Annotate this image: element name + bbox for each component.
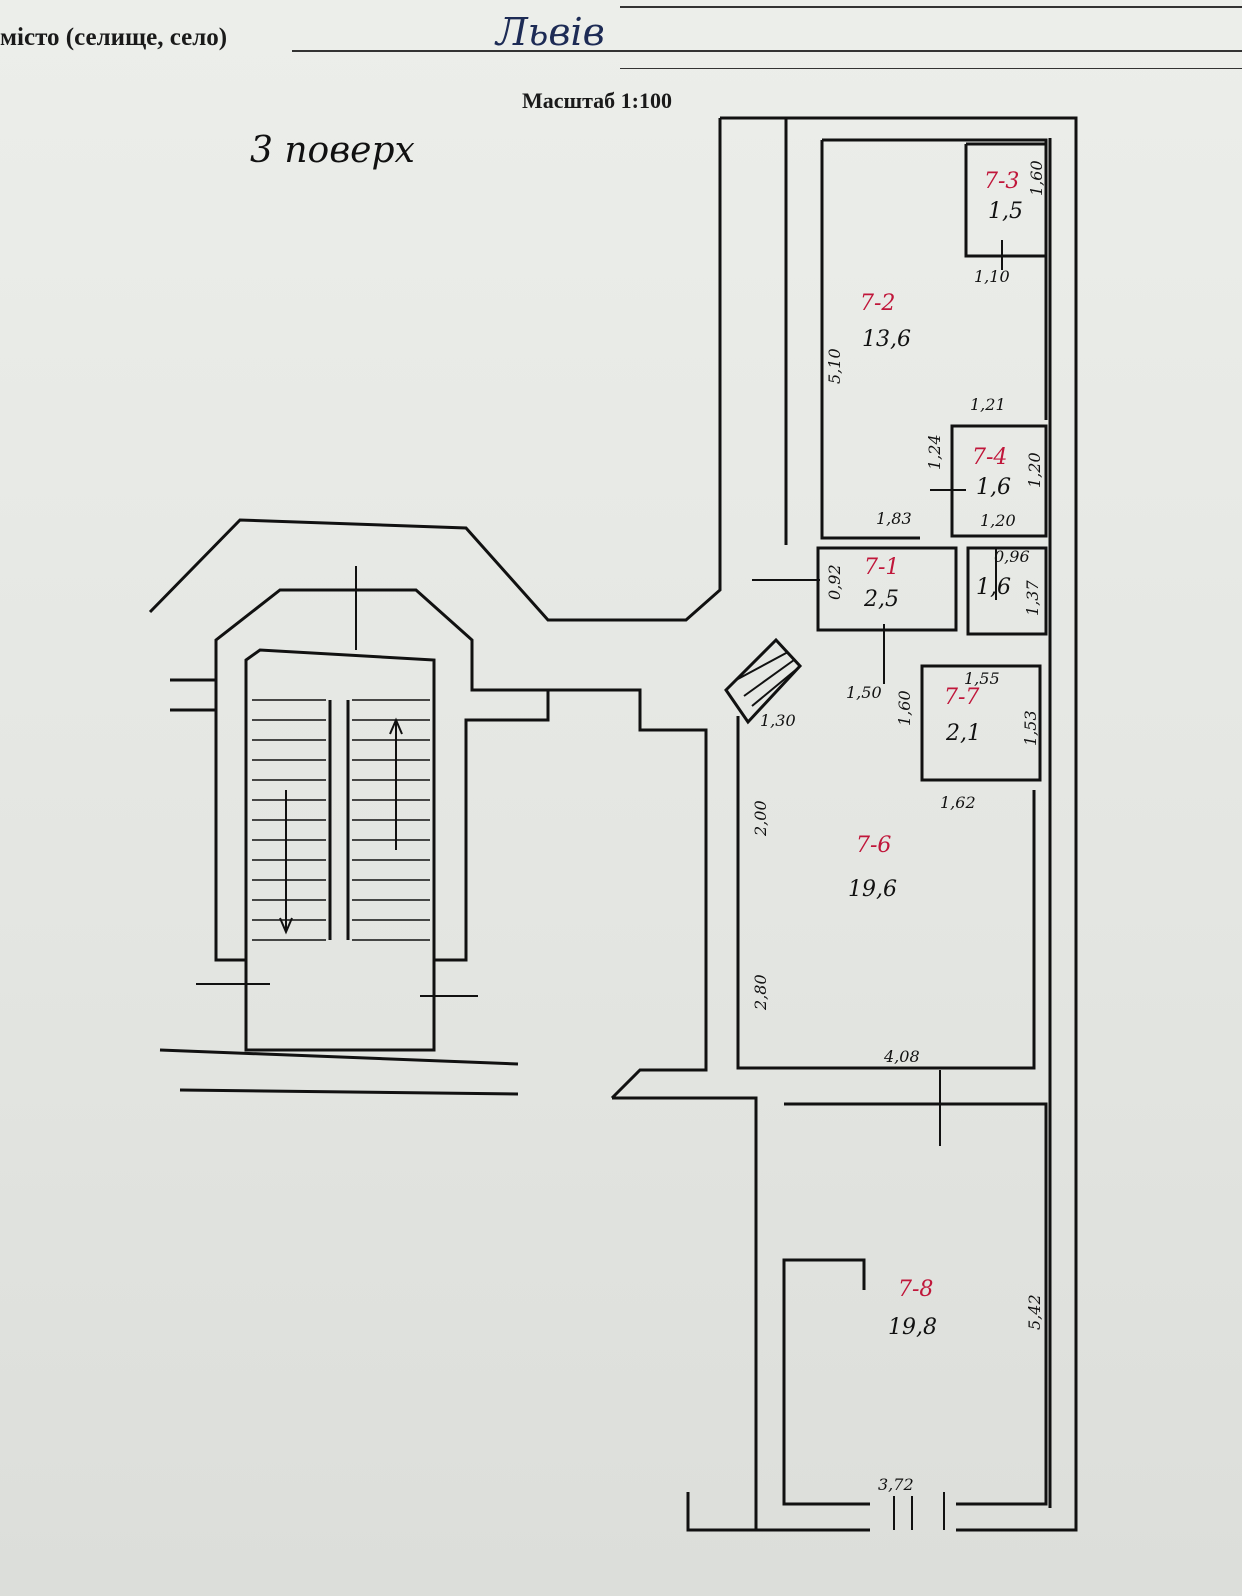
room-r5-area: 1,6 (976, 575, 1011, 600)
stair-wedge (724, 637, 803, 725)
dim-label: 3,72 (878, 1475, 914, 1494)
dim-label: 1,21 (970, 395, 1006, 414)
dim-label: 1,60 (895, 690, 914, 726)
stair-wedge-steps (735, 651, 799, 707)
room-r1-number: 7-1 (864, 555, 899, 580)
room-5-walls (966, 546, 1048, 636)
room-r8: 7-8 19,8 (888, 1277, 937, 1340)
room-r1: 7-1 2,5 (863, 555, 899, 612)
corridor-lower (612, 1096, 758, 1530)
stair-arrow-down (279, 790, 293, 935)
dim-label: 1,50 (846, 683, 882, 702)
door-marks (196, 240, 1003, 1530)
dim-label: 1,60 (1027, 160, 1046, 196)
city-field-underline (292, 50, 1242, 52)
outer-wall (686, 116, 1078, 1532)
city-field-underline-2 (620, 68, 1242, 69)
room-r3-number: 7-3 (984, 169, 1019, 194)
dim-label: 1,10 (974, 267, 1010, 286)
room-r6-number: 7-6 (856, 833, 891, 858)
room-8-walls (782, 1102, 1048, 1506)
stair-arrow-up (389, 717, 403, 850)
corridor-walls (548, 688, 708, 1100)
city-field-value: Львів (496, 10, 605, 54)
scale-label: Масштаб 1:100 (522, 88, 673, 113)
room-6-walls (736, 716, 1036, 1070)
dim-label: 1,62 (940, 793, 976, 812)
room-4-walls (950, 424, 1048, 538)
room-r2-number: 7-2 (860, 291, 895, 316)
room-2-walls (820, 138, 1048, 540)
lower-wall (159, 678, 519, 1096)
room-r5: 1,6 (976, 575, 1011, 600)
wing-left-wall (148, 118, 722, 622)
dim-label: 4,08 (883, 1047, 920, 1066)
room-r7-number: 7-7 (944, 685, 979, 710)
city-field-label: місто (селище, село) (0, 24, 228, 51)
top-rule (620, 6, 1242, 8)
stair-flights (252, 699, 430, 941)
room-r7-area: 2,1 (945, 721, 981, 746)
dim-label: 2,80 (751, 974, 770, 1011)
room-r2: 7-2 13,6 (860, 291, 911, 352)
dim-label: 0,92 (825, 564, 844, 600)
dim-label: 1,24 (925, 434, 944, 470)
room-3-walls (964, 142, 1046, 258)
room-r7: 7-7 2,1 (944, 685, 981, 746)
room-r4-area: 1,6 (976, 475, 1011, 500)
stair-rail (328, 700, 350, 940)
dim-label: 5,42 (1025, 1294, 1044, 1330)
room-r3: 7-3 1,5 (984, 169, 1023, 224)
dim-label: 1,83 (876, 509, 912, 528)
dim-label: 0,96 (994, 547, 1030, 566)
stair-landing (244, 960, 436, 1052)
room-r6-area: 19,6 (848, 877, 897, 902)
room-r2-area: 13,6 (862, 327, 911, 352)
dim-label: 1,37 (1023, 580, 1042, 616)
room-r8-area: 19,8 (888, 1315, 937, 1340)
room-r1-area: 2,5 (863, 587, 899, 612)
dim-label: 2,00 (751, 800, 770, 837)
dim-label: 1,55 (964, 669, 1000, 688)
room-r4: 7-4 1,6 (972, 445, 1011, 500)
room-r4-number: 7-4 (972, 445, 1007, 470)
room-r8-number: 7-8 (898, 1277, 933, 1302)
dim-label: 1,20 (980, 511, 1016, 530)
floor-label: 3 поверх (250, 130, 415, 171)
room-1-walls (816, 546, 958, 632)
room-r6: 7-6 19,6 (848, 833, 897, 902)
stairwell-walls (214, 588, 550, 962)
dim-label: 1,53 (1021, 710, 1040, 746)
outer-wall-inner (784, 118, 1052, 1508)
dimension-labels: 1,60 1,10 5,10 1,21 1,24 1,20 1,83 1,20 … (751, 160, 1046, 1494)
dim-label: 5,10 (825, 348, 844, 384)
dim-label: 1,20 (1025, 452, 1044, 488)
dim-label: 1,30 (760, 711, 796, 730)
room-7-walls (920, 664, 1042, 782)
room-r3-area: 1,5 (988, 199, 1023, 224)
